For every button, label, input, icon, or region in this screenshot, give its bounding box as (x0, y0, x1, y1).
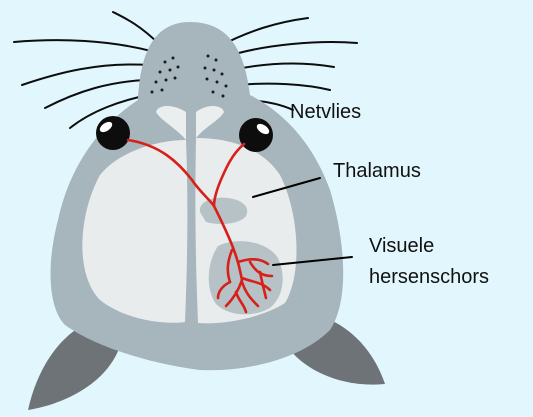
label-retina: Netvlies (290, 100, 361, 124)
right-eye (239, 118, 273, 152)
label-visual-cortex-line1: Visuele (369, 234, 434, 258)
whisker-left-2 (14, 40, 155, 52)
left-eye (96, 116, 130, 150)
visual-cortex-region (209, 241, 283, 314)
whisker-left-1 (113, 12, 160, 45)
label-visual-cortex-line2: hersenschors (369, 265, 489, 289)
whisker-right-2 (225, 42, 357, 57)
whisker-right-4 (236, 84, 330, 90)
label-thalamus: Thalamus (333, 159, 421, 183)
thalamus-region (200, 198, 247, 224)
whisker-left-4 (45, 80, 145, 108)
whisker-right-3 (232, 64, 334, 70)
